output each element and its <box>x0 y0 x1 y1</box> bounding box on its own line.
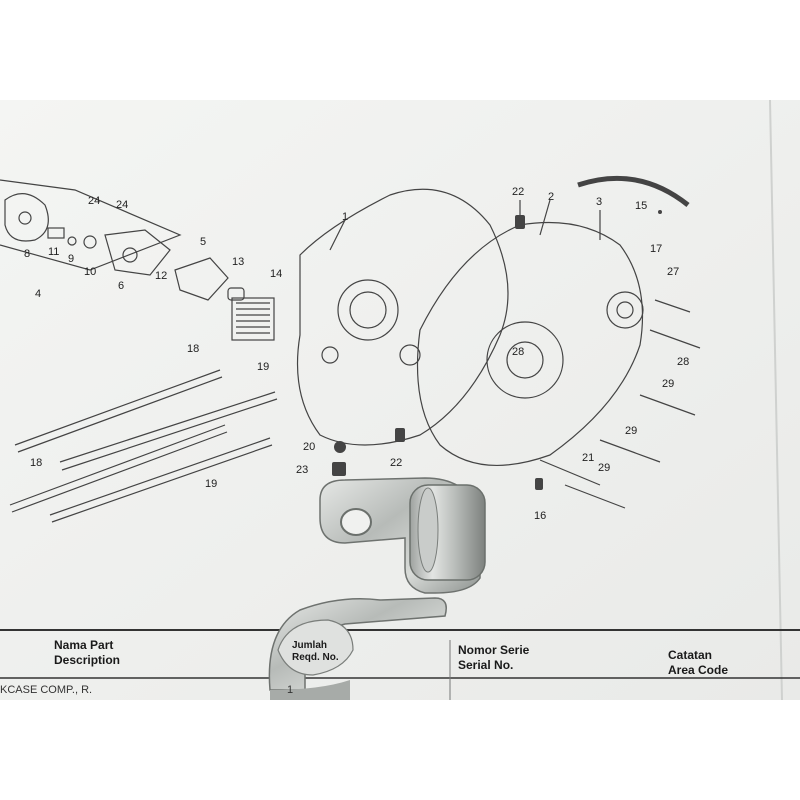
header-qty-id: Jumlah <box>292 640 328 651</box>
header-serial: Nomor Serie Serial No. <box>458 643 529 673</box>
callout: 27 <box>667 266 680 278</box>
callout: 3 <box>596 196 603 208</box>
callout: 20 <box>303 441 316 453</box>
callout: 18 <box>30 457 43 469</box>
callout: 29 <box>625 425 638 437</box>
callout: 19 <box>257 361 270 373</box>
header-note-id: Catatan <box>668 648 713 662</box>
header-serial-id: Nomor Serie <box>458 643 530 657</box>
callout: 28 <box>677 356 690 368</box>
callout: 16 <box>534 510 547 522</box>
callout: 24 <box>116 199 129 211</box>
callout: 8 <box>24 248 31 260</box>
header-note-en: Area Code <box>668 663 729 677</box>
callout: 5 <box>200 236 207 248</box>
header-serial-en: Serial No. <box>458 658 514 672</box>
header-qty: Jumlah Reqd. No. <box>292 640 339 664</box>
callout: 9 <box>68 253 75 265</box>
callout: 6 <box>118 280 125 292</box>
callout: 23 <box>296 464 309 476</box>
header-note: Catatan Area Code <box>668 648 728 678</box>
callout: 17 <box>650 243 663 255</box>
callout: 1 <box>342 211 349 223</box>
header-name-en: Description <box>54 653 121 667</box>
callout: 13 <box>232 256 245 268</box>
header-qty-en: Reqd. No. <box>292 652 339 663</box>
header-name: Nama Part Description <box>54 638 120 668</box>
header-name-id: Nama Part <box>54 638 114 652</box>
callout: 11 <box>48 246 60 258</box>
callout: 29 <box>662 378 675 390</box>
callout: 19 <box>205 478 218 490</box>
callout: 21 <box>582 452 595 464</box>
callout: 28 <box>512 346 525 358</box>
callout: 14 <box>270 268 283 280</box>
callout: 12 <box>155 270 168 282</box>
callout: 10 <box>84 266 97 278</box>
callout: 2 <box>548 191 555 203</box>
callout: 15 <box>635 200 648 212</box>
callout: 22 <box>512 186 525 198</box>
callout: 22 <box>390 457 403 469</box>
row-name: KCASE COMP., R. <box>0 684 93 696</box>
callout: 24 <box>88 195 101 207</box>
callout: 29 <box>598 462 611 474</box>
row-qty: 1 <box>287 684 294 696</box>
callout: 4 <box>35 288 42 300</box>
callout: 18 <box>187 343 200 355</box>
